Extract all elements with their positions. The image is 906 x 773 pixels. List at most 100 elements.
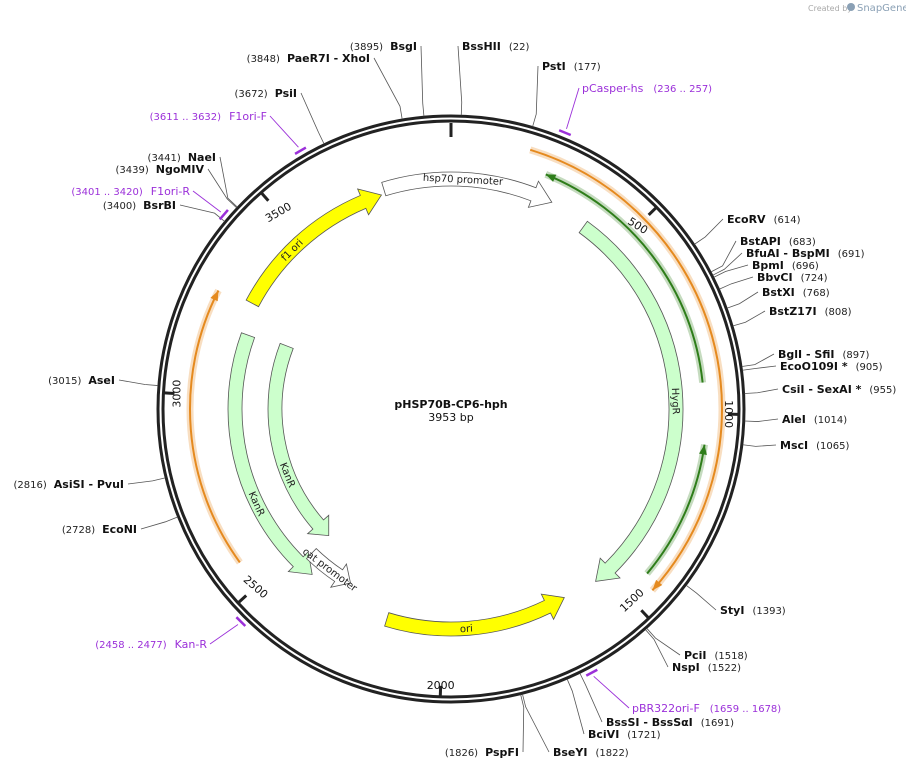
orf-orange-right-arrowhead [652,579,663,591]
restriction-site[interactable]: BssHII(22) [462,40,530,53]
restriction-site[interactable]: (3400)BsrBI [103,199,176,212]
restriction-site[interactable]: (3015)AseI [48,374,115,387]
restriction-site[interactable]: (3439)NgoMIV [116,163,205,176]
restriction-site[interactable]: (3848)PaeR7I - XhoI [247,52,370,65]
site-name: MscI [780,439,808,452]
restriction-site[interactable]: BstZ17I(808) [769,305,852,318]
primer-bar [235,616,247,627]
site-leader-line [140,516,178,530]
orf-green-right-upper [545,173,704,383]
tick-mark-500 [647,206,657,217]
site-name: CsiI - SexAI * [782,383,862,396]
site-position: (1522) [708,663,741,674]
site-position: (1691) [701,718,734,729]
site-label: BpmI(696) [752,259,819,272]
restriction-site[interactable]: CsiI - SexAI *(955) [782,383,896,396]
restriction-site[interactable]: PstI(177) [542,60,601,73]
restriction-site[interactable]: BbvCI(724) [757,271,828,284]
restriction-site[interactable]: BseYI(1822) [553,746,629,759]
primer-site[interactable]: (2458 .. 2477)Kan-R [95,638,207,651]
site-label: BssSI - BssSαI(1691) [606,716,734,729]
restriction-site[interactable]: EcoRV(614) [727,213,801,226]
site-name: StyI [720,604,744,617]
restriction-site[interactable]: (3441)NaeI [148,151,216,164]
feature-label: HygR [669,388,681,415]
site-leader-line [710,240,737,273]
site-name: EcoRV [727,213,766,226]
restriction-site[interactable]: (2728)EcoNI [62,523,137,536]
restriction-site[interactable]: (1826)PspFI [445,746,519,759]
restriction-site[interactable]: PciI (1518) [684,649,748,662]
primer-position: (3401 .. 3420) [71,187,143,198]
site-position: (1822) [595,748,628,759]
orf-orange-right-halo [529,146,726,593]
site-leader-line [719,276,754,290]
site-name: PstI [542,60,566,73]
restriction-site[interactable]: BpmI(696) [752,259,819,272]
site-position: (3439) [116,165,149,176]
restriction-site[interactable]: BstXI(768) [762,286,830,299]
site-name: PciI [684,649,706,662]
site-position: (3672) [234,89,267,100]
primer-site[interactable]: (3611 .. 3632)F1ori-F [150,110,267,123]
site-label: BstXI(768) [762,286,830,299]
orf-orange-left [189,290,241,563]
site-label: PciI (1518) [684,649,748,662]
site-name: BstXI [762,286,795,299]
site-position: (1518) [714,651,747,662]
restriction-site[interactable]: BglI - SfiI(897) [778,348,870,361]
site-leader-line [207,168,237,209]
restriction-site[interactable]: BssSI - BssSαI(1691) [606,716,734,729]
site-name: BssHII [462,40,501,53]
primer-site[interactable]: pCasper-hs(236 .. 257) [582,82,712,95]
orf-green-right-lower-arrowhead [699,444,707,456]
plasmid-size: 3953 bp [428,411,473,424]
site-name: PaeR7I - XhoI [287,52,370,65]
restriction-site[interactable]: MscI(1065) [780,439,849,452]
restriction-site[interactable]: (3895)BsgI [350,40,417,53]
feature-arrow-hsp70-promoter [381,171,553,208]
primer-bar [558,129,572,137]
primer-site[interactable]: pBR322ori-F(1659 .. 1678) [632,702,781,715]
orf-green-right-upper-halo [544,171,707,383]
site-position: (808) [825,307,852,318]
site-leader-line [373,57,403,120]
tick-mark-2500 [237,594,248,604]
primer-bar [218,209,229,221]
site-leader-line [712,252,743,276]
restriction-site[interactable]: (2816)AsiSI - PvuI [14,478,125,491]
restriction-site[interactable]: BciVI(1721) [588,728,661,741]
restriction-site[interactable]: (3672)PsiI [234,87,297,100]
restriction-site[interactable]: BfuAI - BspMI(691) [746,247,865,260]
plasmid-name: pHSP70B-CP6-hph [394,398,507,411]
restriction-site[interactable]: AleI(1014) [782,413,847,426]
restriction-site[interactable]: NspI(1522) [672,661,741,674]
site-label: BstZ17I(808) [769,305,852,318]
site-leader-line [522,694,550,753]
primer-leader-line [593,675,630,709]
tick-mark-3000 [164,391,175,395]
restriction-site[interactable]: BstAPI(683) [740,235,816,248]
site-label: (3848)PaeR7I - XhoI [247,52,370,65]
site-label: BglI - SfiI(897) [778,348,870,361]
site-name: BglI - SfiI [778,348,835,361]
site-leader-line [744,388,779,394]
primer-position: (3611 .. 3632) [150,112,222,123]
site-label: (2816)AsiSI - PvuI [14,478,125,491]
restriction-site[interactable]: StyI(1393) [720,604,786,617]
site-position: (3895) [350,42,383,53]
feature-arrow-f1-ori [245,188,383,308]
primer-leader-line [209,624,239,645]
site-name: BpmI [752,259,784,272]
primer-label: (2458 .. 2477)Kan-R [95,638,207,651]
site-label: (3015)AseI [48,374,115,387]
site-position: (724) [801,273,828,284]
site-name: BciVI [588,728,619,741]
restriction-site[interactable]: EcoO109I *(905) [780,360,883,373]
site-name: BfuAI - BspMI [746,247,830,260]
site-leader-line [742,444,777,447]
primer-site[interactable]: (3401 .. 3420)F1ori-R [71,185,190,198]
site-leader-line [713,264,749,278]
site-label: (3895)BsgI [350,40,417,53]
